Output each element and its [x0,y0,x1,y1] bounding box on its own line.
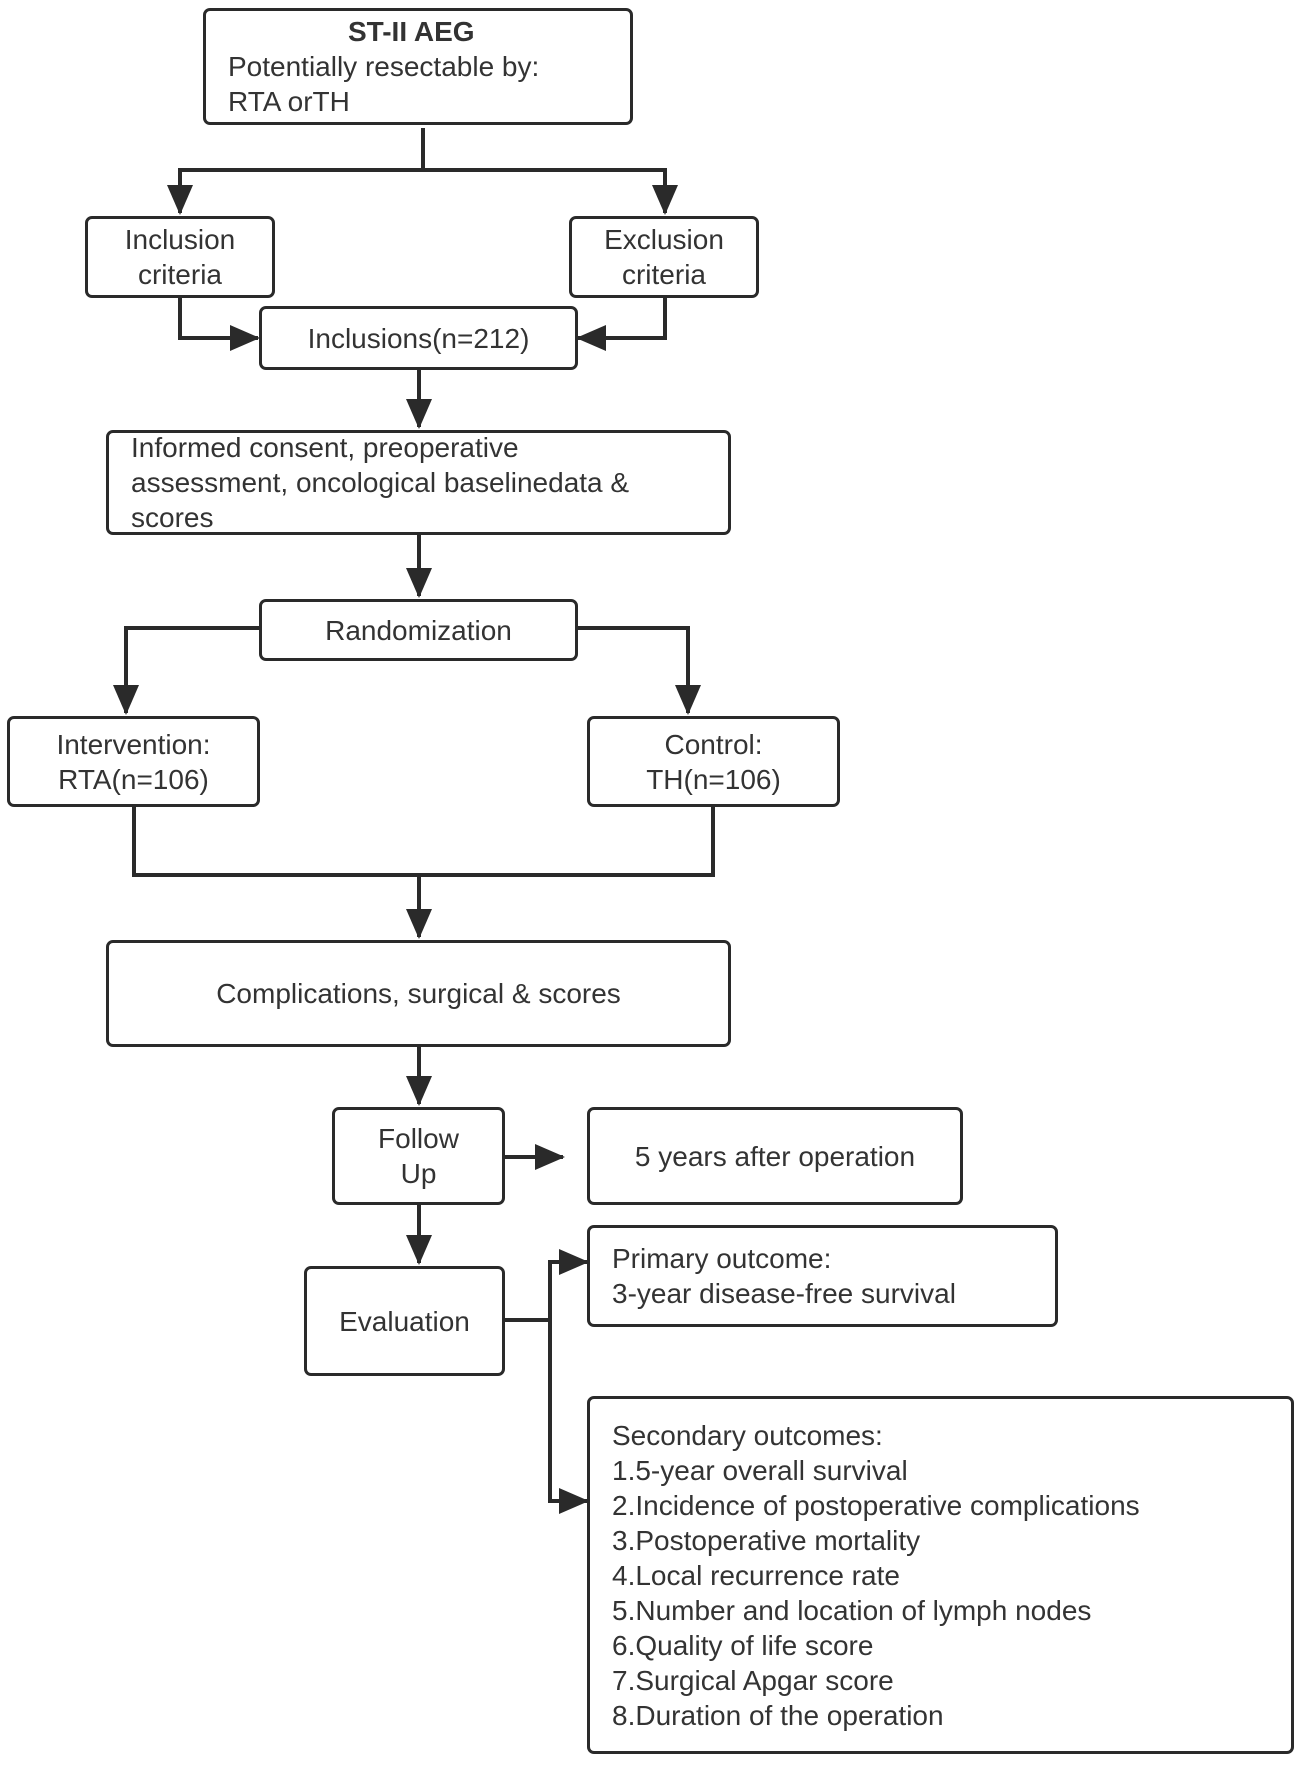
inclusions-box: Inclusions(n=212) [259,306,578,370]
exclusion-criteria-box: Exclusion criteria [569,216,759,298]
exclusion-criteria-line-1: Exclusion [604,224,724,255]
arrow-to-inclusion-criteria [167,168,423,215]
follow-up-line-1: Follow [378,1123,459,1154]
follow-up-box: Follow Up [332,1107,505,1205]
five-years-text: 5 years after operation [634,1140,916,1172]
consent-line-3: scores [131,502,214,533]
start-box: ST-II AEG Potentially resectable by: RTA… [203,8,633,125]
secondary-outcome-item: 8.Duration of the operation [612,1699,944,1731]
connector-arms-merge [132,806,715,877]
secondary-outcome-item: 5.Number and location of lymph nodes [612,1594,1092,1626]
start-line-2: RTA orTH [228,86,350,117]
start-line-1: Potentially resectable by: [228,51,540,82]
consent-line-2: assessment, oncological baselinedata & [131,467,630,498]
five-years-box: 5 years after operation [587,1107,963,1205]
secondary-outcome-item: 6.Quality of life score [612,1629,874,1661]
randomization-box: Randomization [259,599,578,661]
arrow-exclusion-to-inclusions [576,298,667,351]
complications-text: Complications, surgical & scores [216,978,621,1009]
inclusion-criteria-box: Inclusion criteria [85,216,275,298]
secondary-outcome-item: 3.Postoperative mortality [612,1524,921,1556]
exclusion-criteria-line-2: criteria [621,259,706,290]
intervention-line-2: RTA(n=106) [58,763,209,795]
secondary-outcome-item: 1.5-year overall survival [612,1454,908,1486]
secondary-outcome-item: 4.Local recurrence rate [612,1559,900,1591]
control-box: Control: TH(n=106) [587,716,840,807]
intervention-box: Intervention: RTA(n=106) [7,716,260,807]
secondary-outcomes-heading: Secondary outcomes: [612,1419,883,1451]
secondary-outcome-item: 7.Surgical Apgar score [612,1664,894,1696]
arrow-to-secondary-outcomes [548,1320,589,1514]
arrow-to-intervention [113,626,259,715]
evaluation-text: Evaluation [339,1305,470,1337]
arrow-inclusion-to-inclusions [178,298,260,351]
intervention-line-1: Intervention: [56,728,211,760]
arrow-to-control [578,626,701,715]
control-line-2: TH(n=106) [646,763,781,795]
inclusion-criteria-line-1: Inclusion [124,224,236,255]
primary-outcome-line-2: 3-year disease-free survival [612,1278,956,1309]
evaluation-box: Evaluation [304,1266,505,1376]
inclusion-criteria-line-2: criteria [137,259,222,290]
consent-box: Informed consent, preoperative assessmen… [106,430,731,535]
arrow-to-exclusion-criteria [423,168,678,215]
randomization-text: Randomization [325,614,512,646]
primary-outcome-line-1: Primary outcome: [612,1243,832,1274]
follow-up-line-2: Up [400,1158,437,1189]
secondary-outcomes-box: Secondary outcomes: 1.5-year overall sur… [587,1396,1294,1754]
start-title: ST-II AEG [348,16,475,47]
secondary-outcome-item: 2.Incidence of postoperative complicatio… [612,1489,1140,1521]
primary-outcome-box: Primary outcome: 3-year disease-free sur… [587,1225,1058,1327]
complications-box: Complications, surgical & scores [106,940,731,1047]
inclusions-text: Inclusions(n=212) [307,322,530,354]
arrow-to-primary-outcome [548,1249,589,1320]
control-line-1: Control: [664,728,763,760]
consent-line-1: Informed consent, preoperative [131,432,519,463]
